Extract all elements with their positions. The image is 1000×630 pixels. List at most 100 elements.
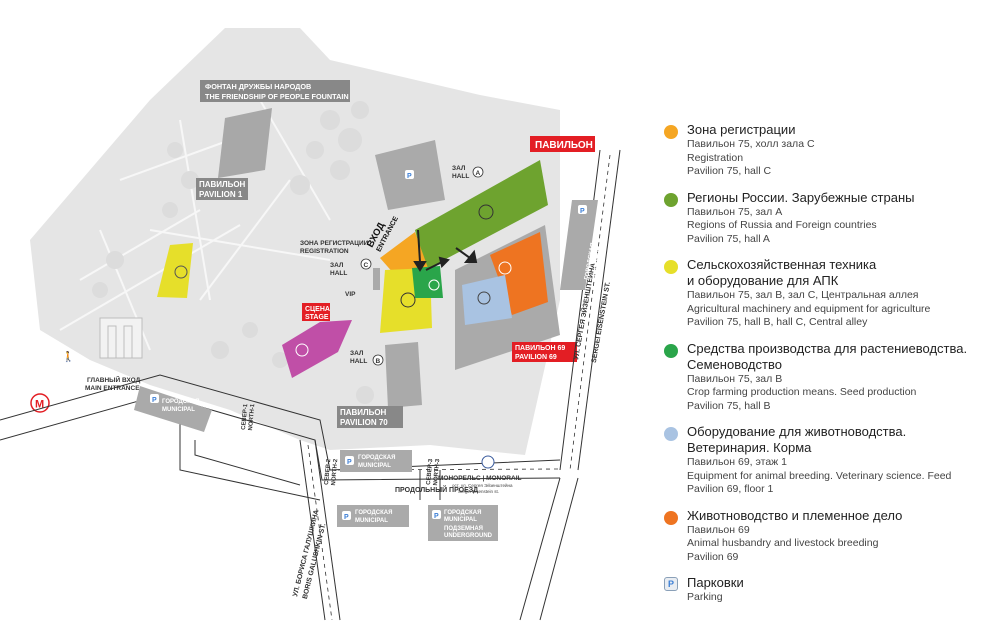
legend-title: Регионы России. Зарубежные страны	[687, 189, 915, 205]
legend-line: Pavilion 69, floor 1	[687, 483, 774, 495]
pavilion-70-label-en: PAVILION 70	[340, 418, 388, 427]
pavilion-1-label-bg	[196, 178, 248, 200]
tractor-icon	[174, 265, 188, 279]
pavilion-69-label-bg	[512, 342, 577, 362]
hall-c-marker	[360, 258, 372, 270]
legend-color-dot	[664, 427, 678, 441]
pavilion-75-hall-a	[415, 160, 548, 270]
fountain-label-bg	[200, 80, 350, 102]
pavilion-70-label-ru: ПАВИЛЬОН	[340, 408, 387, 417]
pavilion-69-breeding	[462, 275, 512, 325]
hall-a-letter: A	[476, 170, 481, 177]
north-3-label-en: NORTH-3	[433, 458, 441, 486]
parking-3-label-en: MUNICIPAL	[355, 518, 388, 524]
seed-icon	[428, 279, 440, 291]
legend-line: Павильон 75, зал А	[687, 205, 783, 218]
parking-2-label-ru: ГОРОДСКАЯ	[358, 455, 395, 461]
svg-text:P: P	[347, 459, 352, 466]
direction-arrows	[413, 229, 478, 272]
parking-4-label-en: MUNICIPAL	[444, 517, 477, 523]
parking-2-label-en: MUNICIPAL	[358, 463, 391, 469]
monorail-sub-en: Sergei Eisenstein st.	[458, 489, 499, 494]
parking-1-label-ru: ГОРОДСКАЯ	[162, 399, 199, 405]
legend-line: Regions of Russia and Foreign countries	[687, 219, 877, 231]
parking-municipal-east: P ГОРОДСКАЯ MUNICIPAL	[560, 200, 604, 290]
hall-b-label-ru: ЗАЛ	[350, 350, 364, 357]
stage-label-ru: СЦЕНА	[305, 306, 330, 313]
legend-line: Павильон 69	[687, 523, 750, 536]
parking-underground: P ГОРОДСКАЯ MUNICIPAL ПОДЗЕМНАЯ UNDERGRO…	[428, 505, 498, 541]
legend-item-parking: P Парковки Parking	[664, 575, 994, 605]
main-entrance-arch	[99, 317, 143, 359]
hall-a-label-en: HALL	[452, 173, 469, 180]
north-1-label-en: NORTH-1	[248, 403, 256, 431]
legend-title: Оборудование для животноводства. Ветерин…	[687, 424, 907, 455]
hall-c-letter: C	[364, 262, 369, 269]
legend-line: Павильон 75, зал В, зал С, Центральная а…	[687, 289, 919, 301]
cow-icon	[477, 291, 491, 305]
pavilion-70-label-bg	[337, 406, 403, 428]
legend-title: Средства производства для растениеводств…	[687, 340, 968, 372]
stage-icon	[295, 343, 309, 357]
legend-color-dot	[664, 343, 678, 358]
legend-color-dot	[664, 125, 678, 139]
prodolny-label: ПРОДОЛЬНЫЙ ПРОЕЗД	[395, 485, 478, 494]
pavilion-69-label-ru: ПАВИЛЬОН 69	[515, 345, 565, 352]
hall-b-marker	[372, 354, 384, 366]
parking-4-label-en2: UNDERGROUND	[444, 533, 493, 539]
map-canvas: ФОНТАН ДРУЖБЫ НАРОДОВ THE FRIENDSHIP OF …	[0, 28, 621, 621]
svg-text:P: P	[434, 513, 439, 520]
vip-block	[373, 268, 380, 290]
legend-title: Животноводство и племенное дело	[687, 507, 903, 523]
legend-parking-title: Парковки	[687, 575, 744, 590]
parking-1-label-en: MUNICIPAL	[162, 407, 195, 413]
legend-line: Павильон 75, холл зала С	[687, 138, 815, 150]
hall-c-label-en: HALL	[330, 270, 347, 277]
hall-b-letter: B	[376, 358, 381, 365]
globe-icon	[478, 204, 494, 220]
pavilion-70	[385, 342, 422, 408]
legend-title: Зона регистрации	[687, 122, 796, 137]
road-markings	[307, 154, 611, 621]
legend-line: Equipment for animal breeding. Veterinar…	[687, 469, 952, 482]
tractor-icon-hall-b	[400, 292, 416, 308]
north-1-label: СЕВЕР-1 NORTH-1	[241, 403, 256, 431]
parking-4-label-ru2: ПОДЗЕМНАЯ	[444, 526, 483, 532]
vip-label: VIP	[345, 291, 356, 298]
registration-label-ru: ЗОНА РЕГИСТРАЦИИ	[300, 240, 369, 247]
hall-a-label-ru: ЗАЛ	[452, 165, 466, 172]
livestock-icon	[498, 261, 512, 275]
parking-3-label-ru: ГОРОДСКАЯ	[355, 510, 392, 516]
legend-line: Crop farming production means. Seed prod…	[687, 386, 917, 398]
stage-area	[282, 320, 352, 378]
north-1-label-ru: СЕВЕР-1	[241, 403, 249, 430]
svg-text:P: P	[344, 514, 349, 521]
pedestrian-icon: 🚶	[62, 350, 74, 363]
pavilion-1-label-ru: ПАВИЛЬОН	[199, 180, 246, 189]
parking-municipal-2: P ГОРОДСКАЯ MUNICIPAL	[340, 450, 412, 472]
metro-letter: М	[35, 399, 44, 411]
legend-line: Animal husbandry and livestock breeding	[687, 537, 879, 549]
hall-b-label-en: HALL	[350, 358, 367, 365]
legend-line: Павильон 75, зал В	[687, 372, 783, 385]
pavilion-69-label-en: PAVILION 69	[515, 354, 557, 361]
legend-line: Pavilion 75, hall B, hall C, Central all…	[687, 316, 868, 328]
legend-item: Оборудование для животноводства. Ветерин…	[664, 424, 994, 497]
fountain-label-ru: ФОНТАН ДРУЖБЫ НАРОДОВ	[205, 82, 311, 91]
registration-label-en: REGISTRATION	[300, 248, 349, 255]
legend-line: Pavilion 69	[687, 550, 739, 563]
pavilion-1-label-en: PAVILION 1	[199, 190, 243, 199]
pavilion-1	[218, 108, 272, 178]
legend-line: Pavilion 75, hall C	[687, 165, 772, 177]
legend-item: Средства производства для растениеводств…	[664, 341, 994, 414]
legend-line: Pavilion 75, hall B	[687, 399, 771, 412]
svg-text:P: P	[580, 208, 585, 215]
stage-label-bg	[302, 303, 330, 321]
trees	[92, 101, 374, 404]
monorail-icon	[481, 455, 495, 469]
park-paths	[59, 99, 331, 351]
